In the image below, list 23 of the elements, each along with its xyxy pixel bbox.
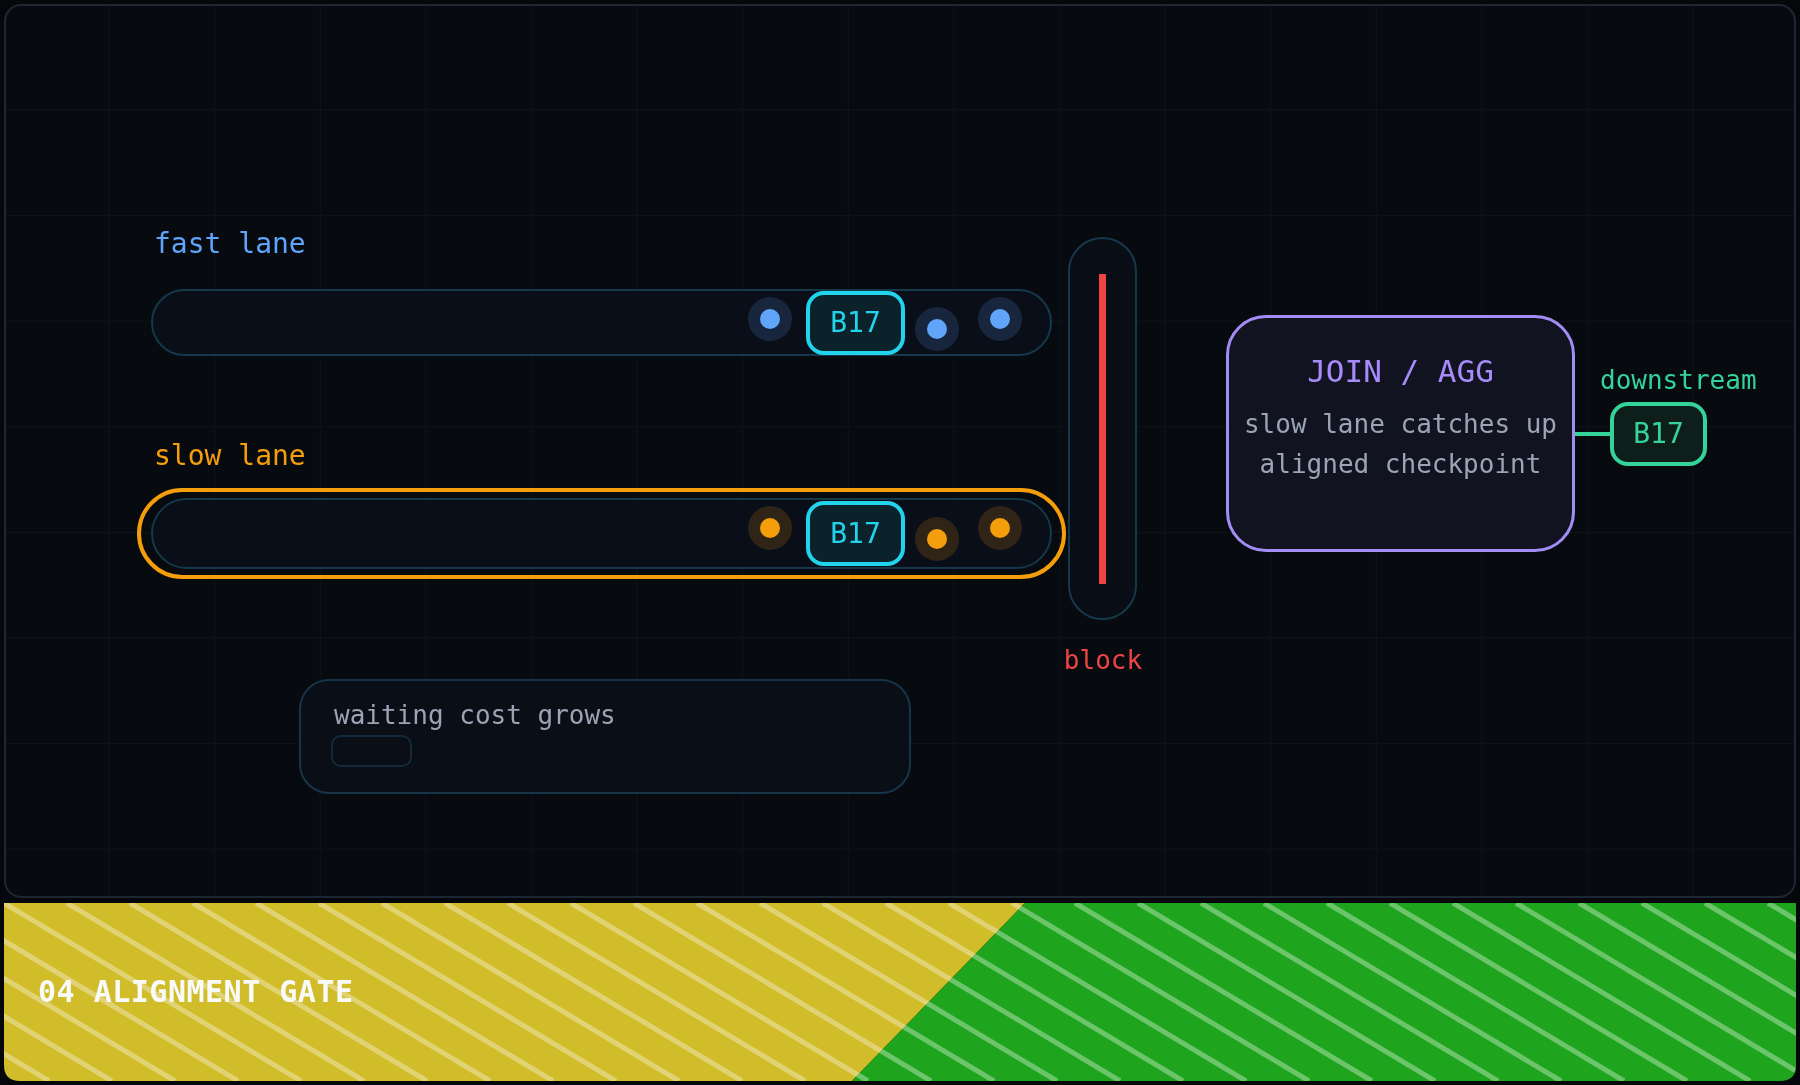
dot-icon xyxy=(748,506,792,550)
tag: B17 xyxy=(806,501,905,566)
gate-label: block xyxy=(1063,644,1143,677)
banner-title: 04 ALIGNMENT GATE xyxy=(38,975,354,1009)
process-card xyxy=(1226,315,1575,552)
lane-label: fast lane xyxy=(154,227,306,261)
progress-track xyxy=(331,735,412,767)
dot-icon xyxy=(915,307,959,351)
dot-icon xyxy=(978,506,1022,550)
tag: B17 xyxy=(1610,402,1707,466)
connector-line xyxy=(1575,432,1610,436)
tag: B17 xyxy=(806,291,905,355)
card-text: aligned checkpoint xyxy=(1259,448,1542,481)
note-card xyxy=(299,679,911,794)
card-title: JOIN / AGG xyxy=(1307,352,1494,390)
dot-icon xyxy=(748,297,792,341)
dot-icon xyxy=(978,297,1022,341)
card-text: slow lane catches up xyxy=(1243,408,1558,441)
lane-track xyxy=(151,498,1052,569)
note-text: waiting cost grows xyxy=(334,699,616,732)
caption-text: downstream xyxy=(1600,364,1757,396)
dot-icon xyxy=(915,517,959,561)
lane-label: slow lane xyxy=(154,439,306,473)
